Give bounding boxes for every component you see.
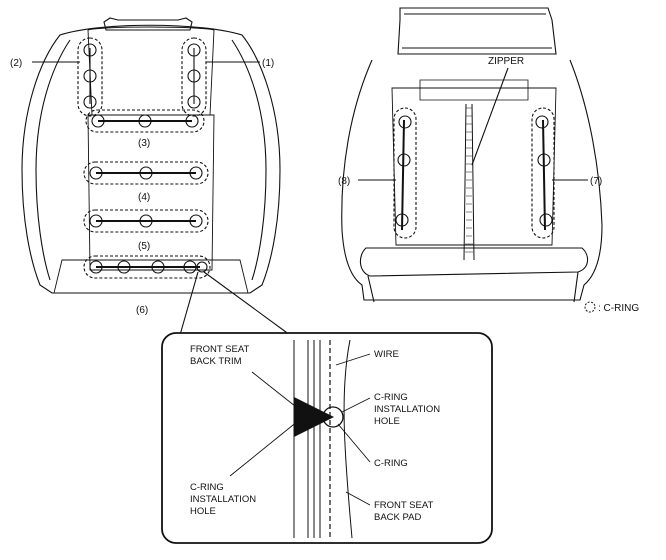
ring-group-1 <box>181 37 207 117</box>
label-group-7: (7) <box>590 176 602 187</box>
callout-line-b <box>203 271 291 336</box>
seat-back-front-view <box>21 17 291 336</box>
upper-panel-border <box>87 26 215 116</box>
ring-group-4 <box>83 161 209 185</box>
label-group-2: (2) <box>10 58 22 69</box>
detail-cring-hole-right-1: C-RING <box>374 392 408 403</box>
detail-wire: WIRE <box>374 349 399 360</box>
detail-cring: C-RING <box>374 458 408 469</box>
label-group-6: (6) <box>136 305 148 316</box>
seat-back-rear-view <box>341 7 603 303</box>
detail-box <box>161 332 493 544</box>
legend-text: : C-RING <box>598 303 639 314</box>
label-group-3: (3) <box>138 138 150 149</box>
center-panel <box>87 114 215 271</box>
detail-cring-hole-right-3: HOLE <box>374 416 400 427</box>
seat-back-inner-seam <box>35 39 267 281</box>
rear-top-flap <box>397 7 557 55</box>
label-group-4: (4) <box>138 192 150 203</box>
label-zipper: ZIPPER <box>488 56 524 67</box>
headrest-top-panel <box>103 17 193 31</box>
rear-inner-panel-2 <box>419 79 529 101</box>
detail-trim-line1: FRONT SEAT <box>190 344 249 355</box>
callout-line-a <box>179 271 199 336</box>
detail-cring-hole-right-2: INSTALLATION <box>374 404 440 415</box>
ring-group-5 <box>83 209 209 233</box>
rear-bottom-edge <box>367 271 579 303</box>
detail-pad-line1: FRONT SEAT <box>374 500 433 511</box>
detail-cring-hole-left-3: HOLE <box>190 506 216 517</box>
label-group-1: (1) <box>262 58 274 69</box>
ring-group-6 <box>83 255 211 279</box>
dashed-circle-icon <box>584 301 596 313</box>
label-group-5: (5) <box>138 241 150 252</box>
label-group-8: (8) <box>338 176 350 187</box>
seat-back-outline <box>21 24 281 294</box>
ring-group-8 <box>393 107 417 239</box>
detail-cring-hole-left-1: C-RING <box>190 482 224 493</box>
rear-top-flap-inner <box>402 13 552 49</box>
detail-trim-line2: BACK TRIM <box>190 356 242 367</box>
bottom-skirt <box>53 259 249 294</box>
cring-circle <box>322 406 344 428</box>
rear-outer-trim <box>341 59 603 301</box>
rear-inner-panel <box>391 87 557 246</box>
zipper-track <box>463 103 475 261</box>
cring-hole-left <box>297 412 307 422</box>
zipper-teeth <box>465 107 473 253</box>
ring-group-2 <box>77 37 103 117</box>
detail-cring-hole-left-2: INSTALLATION <box>190 494 256 505</box>
detail-callout: FRONT SEAT BACK TRIM WIRE C-RING INSTALL… <box>161 332 493 544</box>
detail-pad-line2: BACK PAD <box>374 512 421 523</box>
zipper-leader <box>471 67 509 166</box>
ring-group-3 <box>85 109 205 133</box>
ring-group-7 <box>531 107 555 239</box>
